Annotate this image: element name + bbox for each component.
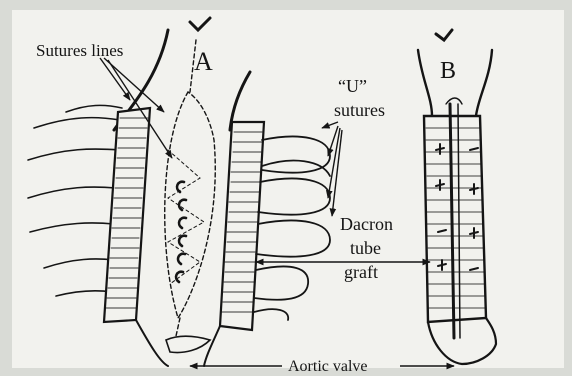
label-u-sutures-quote: “U” [338,76,367,96]
label-sutures-lines: Sutures lines [36,41,123,60]
panel-a-label: A [194,47,213,76]
label-graft: graft [344,262,378,282]
label-dacron: Dacron [340,214,393,234]
label-aortic-valve: Aortic valve [288,358,368,375]
label-tube: tube [350,238,381,258]
label-u-sutures: sutures [334,100,385,120]
panel-b-label: B [440,58,456,84]
